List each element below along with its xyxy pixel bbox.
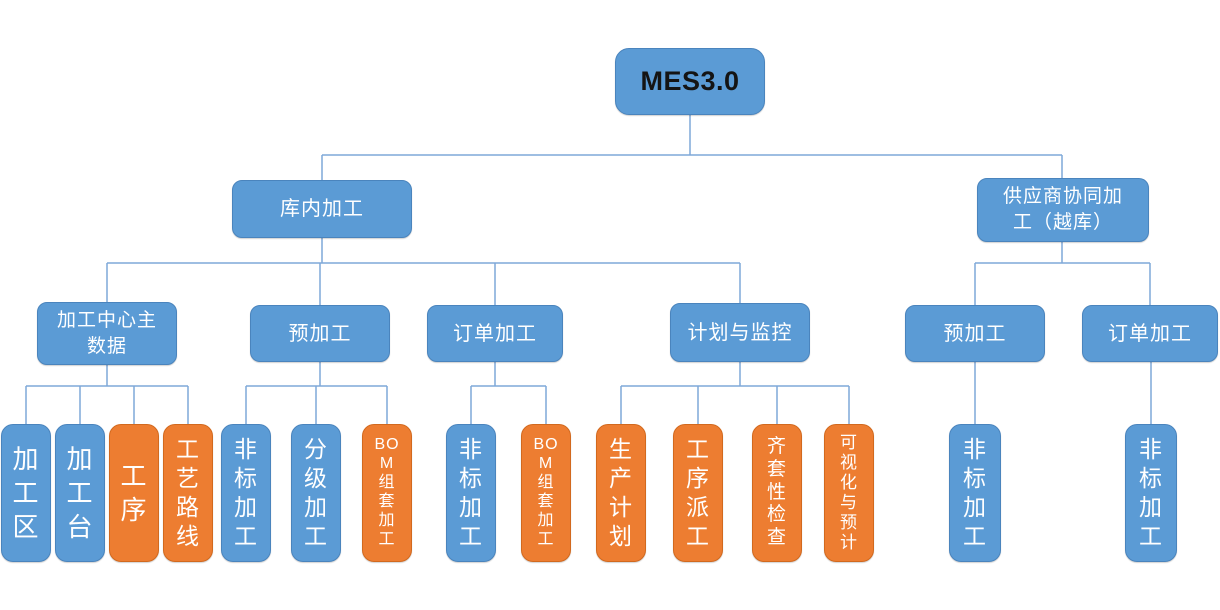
leaf-bom-kitting-processing-2-label: BO M 组 套 加 工: [533, 436, 559, 548]
leaf-process-dispatch-label: 工 序 派 工: [686, 436, 710, 549]
leaf-bom-kitting-processing-1: BO M 组 套 加 工: [362, 424, 412, 562]
leaf-nonstandard-processing-2: 非 标 加 工: [446, 424, 496, 562]
leaf-nonstandard-processing-2-label: 非 标 加 工: [459, 436, 483, 549]
leaf-bom-kitting-processing-2: BO M 组 套 加 工: [521, 424, 571, 562]
leaf-nonstandard-processing-1: 非 标 加 工: [221, 424, 271, 562]
node-mes3-root-label: MES3.0: [640, 66, 740, 96]
leaf-nonstandard-processing-4-label: 非 标 加 工: [1139, 436, 1163, 549]
leaf-kitting-completeness-check-label: 齐 套 性 检 查: [766, 436, 787, 549]
node-machining-center-master-data: 加工中心主 数据: [37, 302, 177, 365]
leaf-production-plan-label: 生 产 计 划: [609, 436, 633, 549]
leaf-graded-processing-label: 分 级 加 工: [304, 436, 328, 549]
leaf-production-plan: 生 产 计 划: [596, 424, 646, 562]
node-planning-monitoring-label: 计划与监控: [687, 321, 793, 344]
node-planning-monitoring: 计划与监控: [670, 303, 810, 362]
node-pre-processing-supplier-label: 预加工: [943, 322, 1007, 345]
node-mes3-root: MES3.0: [615, 48, 765, 115]
leaf-processing-station: 加 工 台: [55, 424, 105, 562]
node-order-processing-supplier-label: 订单加工: [1108, 322, 1192, 345]
leaf-work-process: 工 序: [109, 424, 159, 562]
leaf-visualization-forecast-label: 可 视 化 与 预 计: [840, 432, 858, 553]
node-order-processing-inhouse-label: 订单加工: [453, 322, 537, 345]
node-supplier-collab-crossdock-label: 供应商协同加 工（越库）: [1002, 186, 1123, 233]
leaf-kitting-completeness-check: 齐 套 性 检 查: [752, 424, 802, 562]
leaf-nonstandard-processing-3: 非 标 加 工: [949, 424, 1001, 562]
node-inhouse-processing-label: 库内加工: [280, 198, 364, 220]
leaf-graded-processing: 分 级 加 工: [291, 424, 341, 562]
node-order-processing-supplier: 订单加工: [1082, 305, 1218, 362]
leaf-bom-kitting-processing-1-label: BO M 组 套 加 工: [374, 436, 400, 548]
leaf-process-dispatch: 工 序 派 工: [673, 424, 723, 562]
leaf-process-route-label: 工 艺 路 线: [176, 436, 200, 549]
node-pre-processing-supplier: 预加工: [905, 305, 1045, 362]
node-machining-center-master-data-label: 加工中心主 数据: [56, 309, 157, 357]
leaf-visualization-forecast: 可 视 化 与 预 计: [824, 424, 874, 562]
leaf-processing-area-label: 加 工 区: [12, 443, 40, 543]
leaf-processing-station-label: 加 工 台: [66, 443, 94, 543]
leaf-nonstandard-processing-3-label: 非 标 加 工: [963, 436, 987, 549]
node-order-processing-inhouse: 订单加工: [427, 305, 563, 362]
leaf-process-route: 工 艺 路 线: [163, 424, 213, 562]
node-supplier-collab-crossdock: 供应商协同加 工（越库）: [977, 178, 1149, 242]
leaf-nonstandard-processing-4: 非 标 加 工: [1125, 424, 1177, 562]
node-pre-processing-inhouse-label: 预加工: [288, 322, 352, 345]
connector-path: [25, 115, 1152, 428]
leaf-processing-area: 加 工 区: [1, 424, 51, 562]
leaf-work-process-label: 工 序: [120, 460, 148, 525]
node-inhouse-processing: 库内加工: [232, 180, 412, 238]
node-pre-processing-inhouse: 预加工: [250, 305, 390, 362]
leaf-nonstandard-processing-1-label: 非 标 加 工: [234, 436, 258, 549]
